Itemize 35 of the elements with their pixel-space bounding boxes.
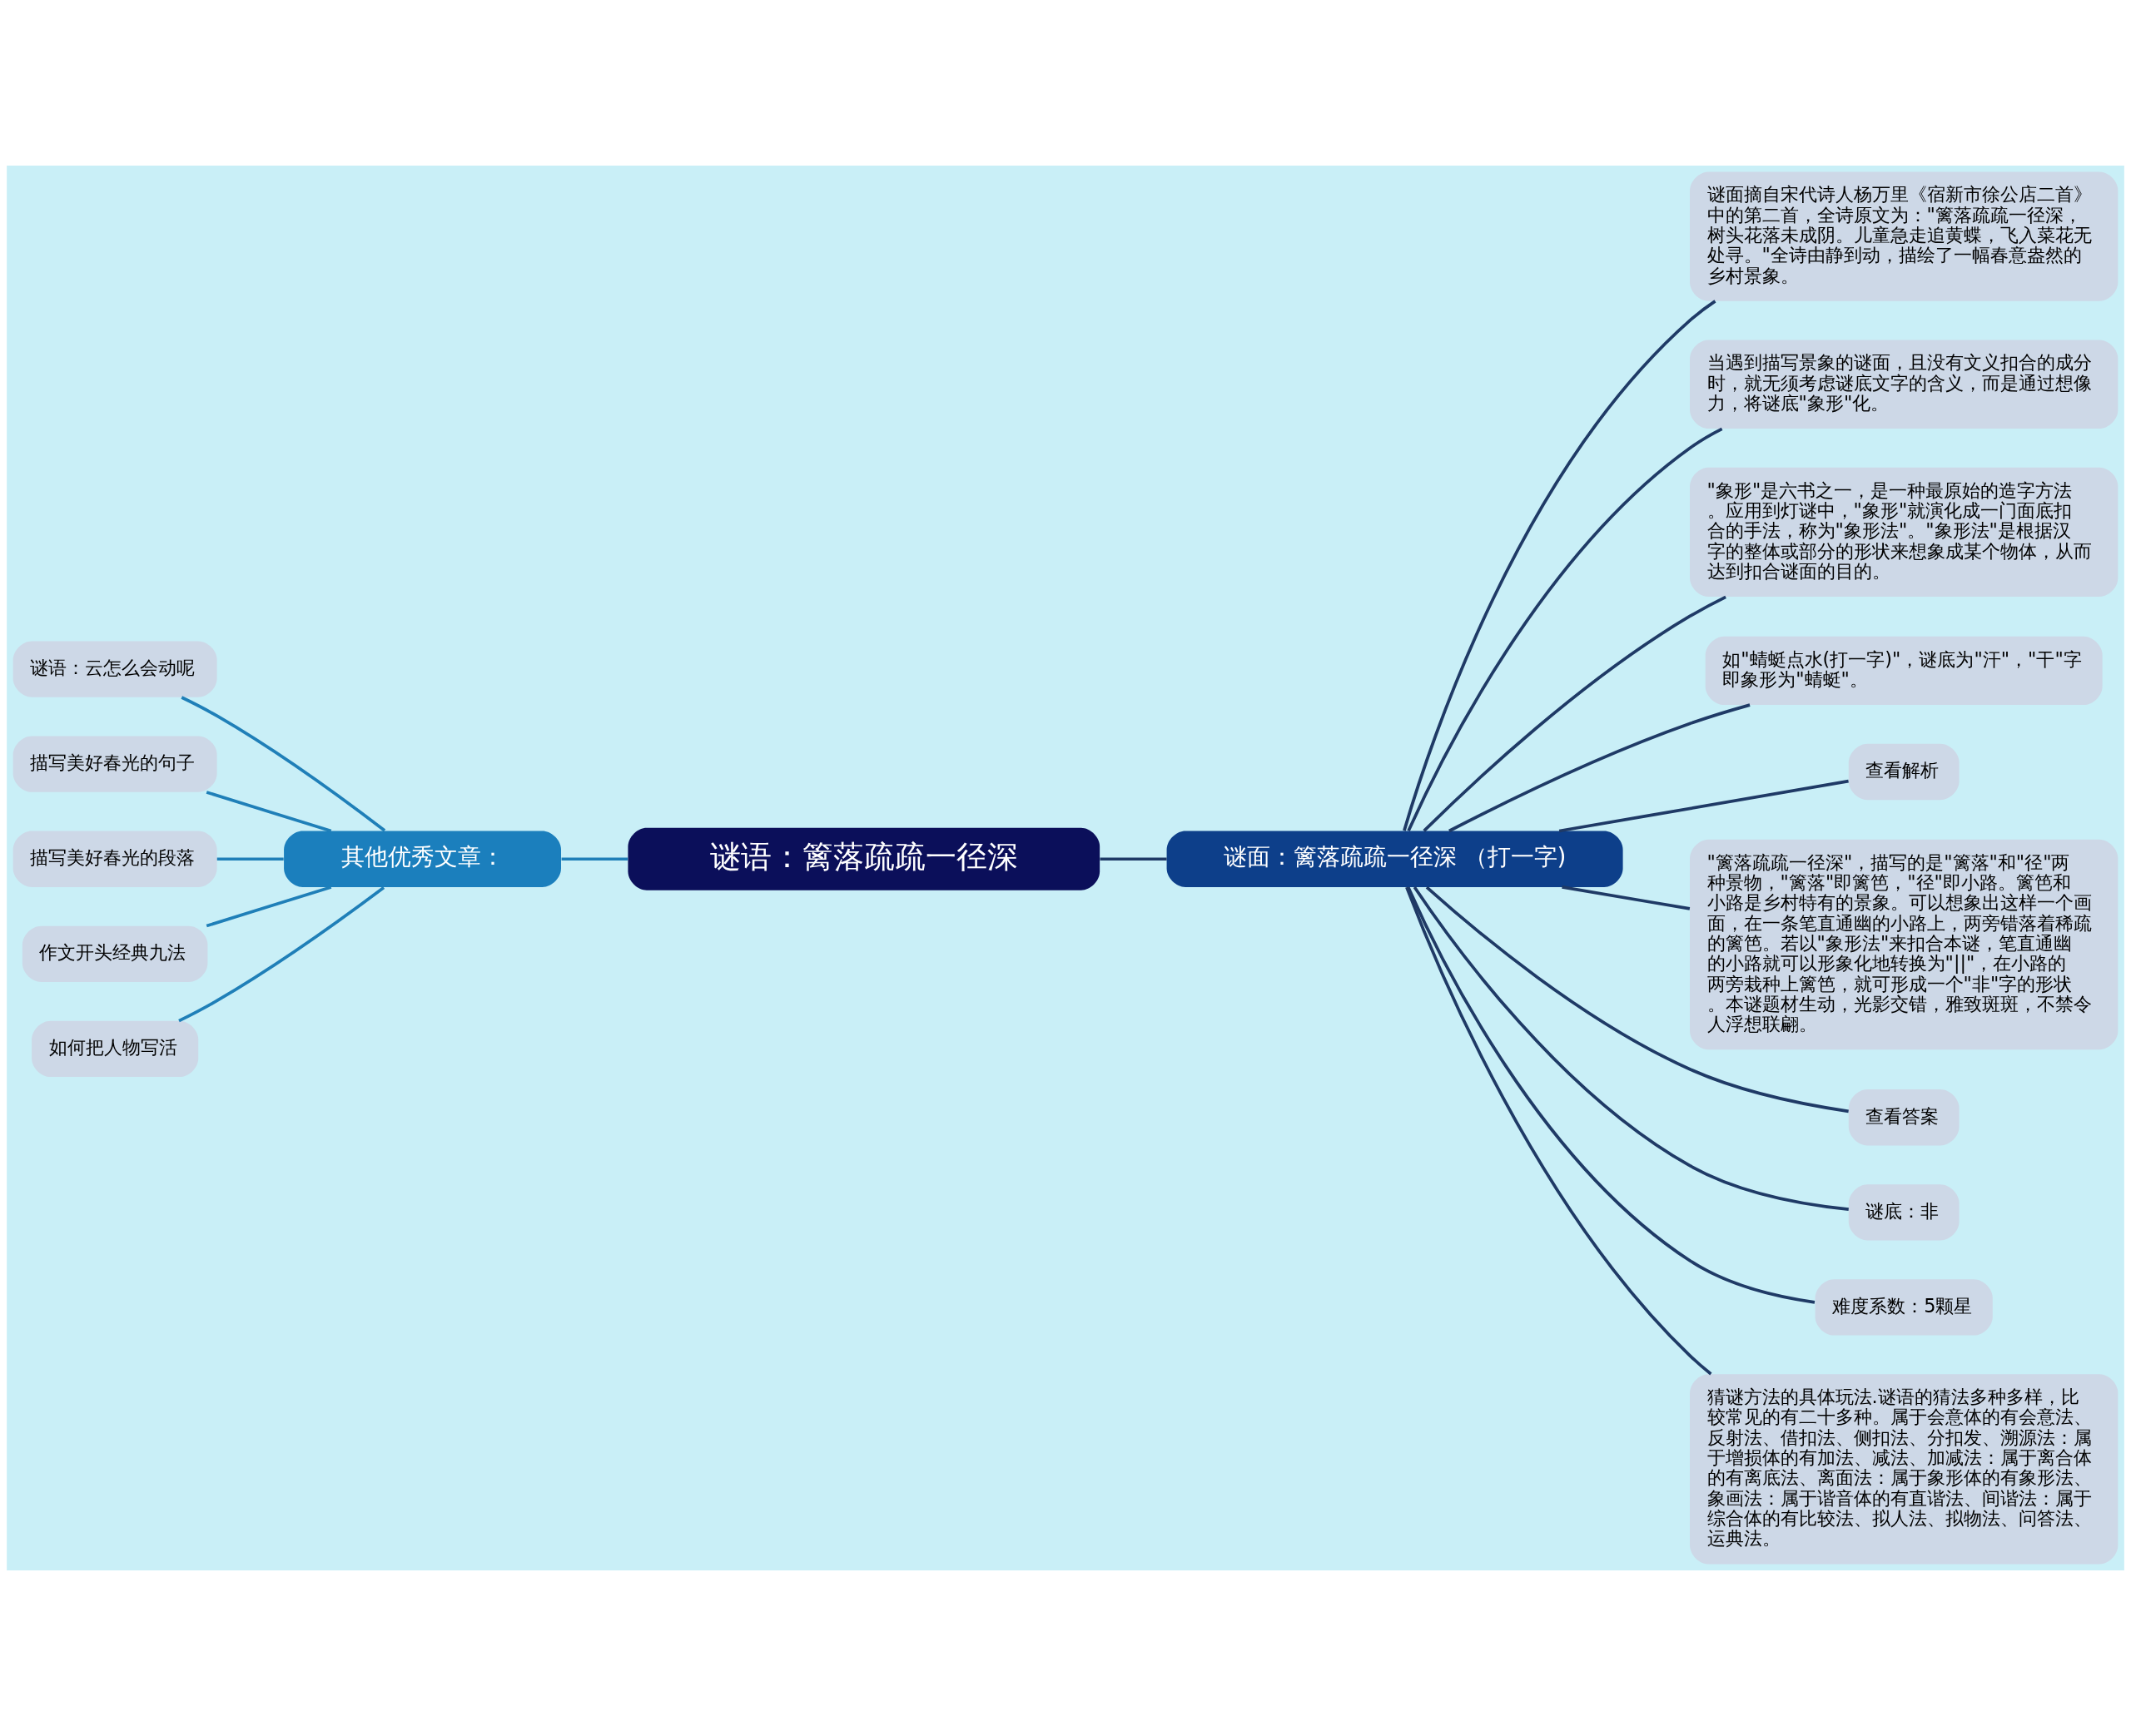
node-box: 如"蜻蜓点水(打一字)"，谜底为"汗"，"干"字即象形为"蜻蜓"。 xyxy=(1705,636,2103,706)
connector xyxy=(561,857,628,861)
node-box: 描写美好春光的句子 xyxy=(12,736,217,792)
connector xyxy=(1407,886,1816,1304)
node-box: 谜面：篱落疏疏一径深 （打一字) xyxy=(1166,831,1623,887)
connector xyxy=(1407,427,1723,831)
node-box: 其他优秀文章： xyxy=(284,831,561,887)
node-box: "篱落疏疏一径深"，描写的是"篱落"和"径"两种景物，"篱落"即篱笆，"径"即小路。篱笆和小路是乡村特有的景象。可以想象出这样一个画面，在一条笔直通幽的小路上，两旁错落着稀疏的篱笆。若以"象形法"来扣合本谜，笔直通幽的小路就可以形象化地转换为"||"，在小路的两旁栽种上篱笆，就可形成一个"非"字的形状。本谜题材生动，光影交错，雅致斑斑，不禁令人浮想联翩。 xyxy=(1690,839,2119,1050)
node-box: 谜语：篱落疏疏一径深 xyxy=(628,827,1100,890)
node-box: 谜面摘自宋代诗人杨万里《宿新市徐公店二首》中的第二首，全诗原文为："篱落疏疏一径深，树头花落未成阴。儿童急走追黄蝶，飞入菜花无处寻。"全诗由静到动，描绘了一幅春意盎然的乡村景象。 xyxy=(1690,171,2119,301)
connector xyxy=(1403,300,1716,831)
connector xyxy=(1423,595,1726,832)
connector xyxy=(216,857,284,861)
connector xyxy=(1425,885,1849,1114)
connector xyxy=(1405,886,1712,1376)
node-box: 难度系数：5颗星 xyxy=(1815,1279,1993,1336)
node-box: 谜底：非 xyxy=(1848,1184,1960,1241)
node-box: 查看答案 xyxy=(1848,1089,1960,1146)
node-box: 描写美好春光的段落 xyxy=(12,831,217,887)
connector xyxy=(1100,857,1167,861)
connector xyxy=(1448,703,1751,833)
node-box: 谜语：云怎么会动呢 xyxy=(12,641,217,697)
connector xyxy=(178,886,385,1023)
connector xyxy=(206,791,332,833)
connector xyxy=(1558,779,1849,833)
connector xyxy=(206,885,332,928)
node-box: 如何把人物写活 xyxy=(32,1020,199,1078)
node-box: 猜谜方法的具体玩法.谜语的猜法多种多样，比较常见的有二十多种。属于会意体的有会意法、反射法、借扣法、侧扣法、分扣发、溯源法：属于增损体的有加法、减法、加减法：属于离合体的有离底法、离面法：属于象形体的有象形法、象画法：属于谐音体的有直谐法、间谐法：属于综合体的有比较法、拟人法、拟物法、问答法、运典法。 xyxy=(1690,1374,2119,1565)
connector xyxy=(1413,886,1849,1211)
node-box: 当遇到描写景象的谜面，且没有文义扣合的成分时，就无须考虑谜底文字的含义，而是通过想像力，将谜底"象形"化。 xyxy=(1690,340,2119,429)
node-box: 作文开头经典九法 xyxy=(22,925,208,982)
connector xyxy=(1562,885,1691,910)
node-box: "象形"是六书之一，是一种最原始的造字方法。应用到灯谜中，"象形"就演化成一门面底扣合的手法，称为"象形法"。"象形法"是根据汉字的整体或部分的形状来想象成某个物体，从而达到扣合谜面的目的。 xyxy=(1690,467,2119,598)
node-box: 查看解析 xyxy=(1848,743,1960,801)
connector xyxy=(181,696,386,832)
